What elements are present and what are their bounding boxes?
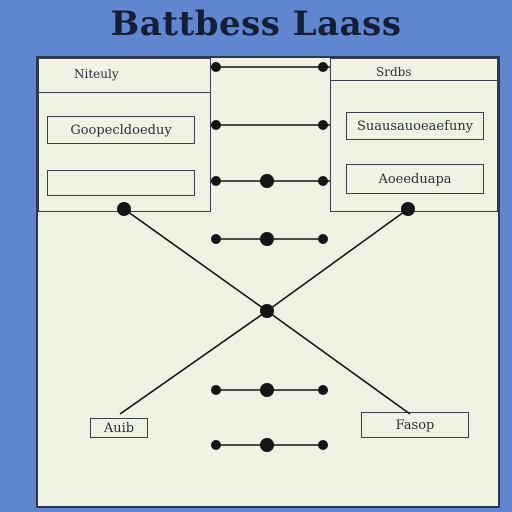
node-dot <box>318 62 328 72</box>
node-dot <box>211 385 221 395</box>
right-panel-field-2: Aoeeduapa <box>346 164 484 194</box>
left-panel-field-1: Goopecldoeduy <box>47 116 195 144</box>
bottom-left-box: Auib <box>90 418 148 438</box>
node-dot <box>260 174 274 188</box>
left-panel-field-2 <box>47 170 195 196</box>
cross-line-left-bottom <box>119 310 268 415</box>
node-dot <box>211 440 221 450</box>
cross-line-left-top <box>123 208 268 312</box>
node-dot <box>401 202 415 216</box>
node-dot <box>318 176 328 186</box>
node-dot <box>318 385 328 395</box>
right-panel-divider <box>330 80 498 81</box>
node-dot <box>211 234 221 244</box>
node-dot <box>117 202 131 216</box>
left-panel-header: Niteuly <box>74 67 119 81</box>
node-dot <box>260 438 274 452</box>
node-dot <box>318 234 328 244</box>
cross-line-right-bottom <box>266 310 411 415</box>
node-dot <box>260 304 274 318</box>
left-panel-divider <box>38 92 211 93</box>
cross-line-right-top <box>266 208 409 312</box>
right-panel-field-1: Suausauoeaefuny <box>346 112 484 140</box>
node-dot <box>211 176 221 186</box>
node-dot <box>318 440 328 450</box>
node-dot <box>260 383 274 397</box>
bottom-right-box: Fasop <box>361 412 469 438</box>
right-panel-header: Srdbs <box>376 65 412 79</box>
node-dot <box>211 120 221 130</box>
node-dot <box>318 120 328 130</box>
node-dot <box>260 232 274 246</box>
diagram-title: Battbess Laass <box>110 4 402 44</box>
node-dot <box>211 62 221 72</box>
